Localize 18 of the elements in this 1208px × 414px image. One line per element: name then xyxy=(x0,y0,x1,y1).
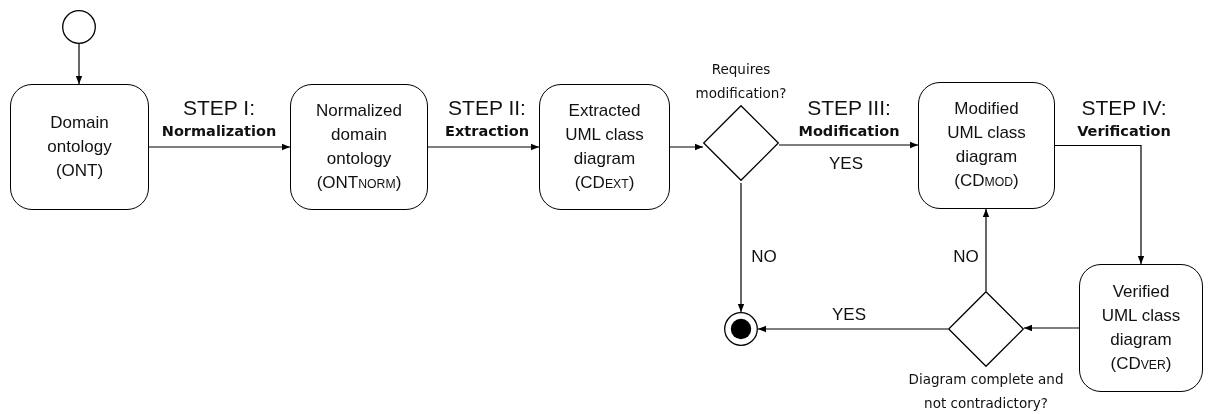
state-box xyxy=(539,84,670,210)
decision-question: Diagram complete and not contradictory? xyxy=(907,370,1065,413)
state-box xyxy=(918,82,1055,209)
decision-question: Requires modification? xyxy=(694,60,788,103)
arrow xyxy=(778,141,919,149)
arrow xyxy=(148,143,291,151)
arrow xyxy=(982,208,990,292)
arrow xyxy=(1023,324,1080,332)
arrow xyxy=(757,325,949,333)
state-box xyxy=(10,84,149,210)
arrow xyxy=(1054,144,1145,265)
arrow xyxy=(75,43,83,85)
arrow xyxy=(427,143,540,151)
arrow xyxy=(737,182,745,313)
state-box xyxy=(290,84,428,210)
arrow xyxy=(669,143,704,151)
state-label: Domain ontology (ONT) xyxy=(46,112,113,182)
state-box xyxy=(1079,264,1203,392)
